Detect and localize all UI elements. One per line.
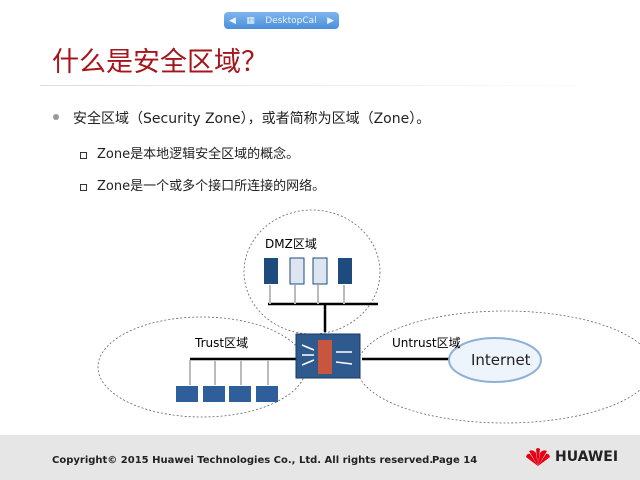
trust-label: Trust区域 bbox=[194, 336, 248, 350]
grid-icon: ▦ bbox=[246, 15, 255, 26]
untrust-label: Untrust区域 bbox=[392, 336, 461, 350]
huawei-petal-icon bbox=[526, 448, 550, 466]
bullet-main: 安全区域（Security Zone），或者简称为区域（Zone）。 bbox=[73, 111, 431, 127]
slide-title: 什么是安全区域？ bbox=[52, 47, 268, 78]
desktopcal-toolbar[interactable]: ◀ ▦ DesktopCal ▶ bbox=[224, 12, 339, 29]
arrow-left-icon[interactable]: ◀ bbox=[229, 15, 236, 26]
server-icon bbox=[289, 257, 305, 285]
page-number: Page 14 bbox=[432, 455, 478, 466]
brand-name: HUAWEI bbox=[555, 449, 619, 465]
pc-icon bbox=[203, 386, 225, 402]
pc-icon bbox=[229, 386, 251, 402]
firewall-icon bbox=[295, 333, 361, 379]
server-icon bbox=[264, 258, 278, 284]
internet-cloud-icon: Internet bbox=[448, 337, 542, 383]
huawei-logo: HUAWEI bbox=[525, 447, 618, 467]
copyright: Copyright© 2015 Huawei Technologies Co.,… bbox=[52, 455, 434, 466]
sub-bullet-1: Zone是本地逻辑安全区域的概念。 bbox=[97, 147, 300, 162]
arrow-right-icon[interactable]: ▶ bbox=[327, 15, 334, 26]
square-bullet-icon bbox=[80, 184, 87, 191]
sub-bullet-2: Zone是一个或多个接口所连接的网络。 bbox=[97, 179, 326, 194]
bullet-icon bbox=[53, 114, 59, 120]
title-divider bbox=[40, 85, 640, 86]
server-icon bbox=[338, 258, 352, 284]
server-icon bbox=[312, 257, 328, 285]
pc-icon bbox=[176, 386, 198, 402]
square-bullet-icon bbox=[80, 152, 87, 159]
pc-icons bbox=[176, 386, 278, 402]
dmz-label: DMZ区域 bbox=[265, 237, 317, 251]
server-icons bbox=[264, 257, 352, 285]
internet-label: Internet bbox=[471, 351, 531, 369]
pc-icon bbox=[256, 386, 278, 402]
toolbar-label: DesktopCal bbox=[265, 15, 317, 26]
zone-diagram: Internet DMZ区域 Trust区域 Untrust区域 bbox=[97, 209, 640, 424]
